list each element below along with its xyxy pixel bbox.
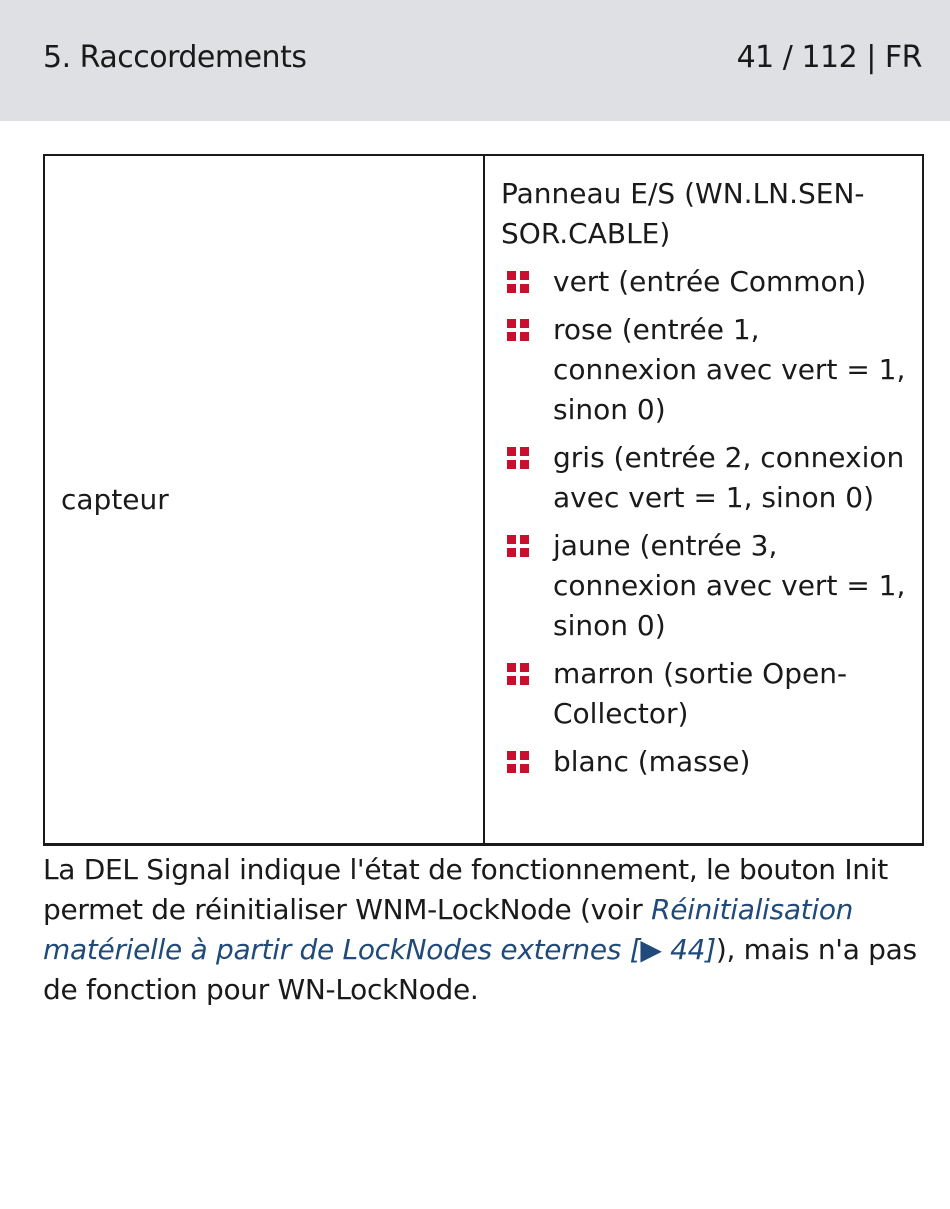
- list-item-text: blanc (masse): [553, 745, 751, 778]
- list-item: blanc (masse): [501, 742, 912, 782]
- label-capteur: capteur: [61, 483, 169, 516]
- section-title: 5. Raccordements: [43, 40, 307, 75]
- list-item: gris (entrée 2, connexion avec vert = 1,…: [501, 438, 912, 518]
- red-square-grid-icon: [507, 319, 529, 341]
- panel-title: Panneau E/S (WN.LN.SEN-SOR.CABLE): [501, 177, 865, 250]
- list-item: jaune (entrée 3, connexion avec vert = 1…: [501, 526, 912, 646]
- list-item-text: vert (entrée Common): [553, 265, 867, 298]
- red-square-grid-icon: [507, 751, 529, 773]
- red-square-grid-icon: [507, 271, 529, 293]
- list-item-text: rose (entrée 1, connexion avec vert = 1,…: [553, 313, 906, 426]
- red-square-grid-icon: [507, 663, 529, 685]
- body-paragraph: La DEL Signal indique l'état de fonction…: [43, 850, 933, 1010]
- play-arrow-icon: ▶: [640, 933, 662, 966]
- table-cell-description: Panneau E/S (WN.LN.SEN-SOR.CABLE) vert (…: [485, 156, 922, 843]
- link-page-number: 44]: [661, 933, 716, 966]
- red-square-grid-icon: [507, 535, 529, 557]
- list-item: rose (entrée 1, connexion avec vert = 1,…: [501, 310, 912, 430]
- list-item-text: jaune (entrée 3, connexion avec vert = 1…: [553, 529, 906, 642]
- page-header: 5. Raccordements 41 / 112 | FR: [0, 0, 950, 121]
- list-item-text: marron (sortie Open-Collector): [553, 657, 848, 730]
- paragraph-text-end: ), mais n'a pas de fonction pour WN-Lock…: [43, 933, 917, 1006]
- wire-list: vert (entrée Common) rose (entrée 1, con…: [501, 262, 912, 782]
- list-item: vert (entrée Common): [501, 262, 912, 302]
- link-text: Réinitialisation matérielle à partir de …: [43, 893, 854, 966]
- paragraph-text: La DEL Signal indique l'état de fonction…: [43, 853, 888, 926]
- reset-reference-link[interactable]: Réinitialisation matérielle à partir de …: [43, 893, 853, 966]
- page-number: 41 / 112 | FR: [736, 40, 923, 75]
- list-item: marron (sortie Open-Collector): [501, 654, 912, 734]
- table-cell-label: capteur: [45, 156, 485, 843]
- list-item-text: gris (entrée 2, connexion avec vert = 1,…: [553, 441, 905, 514]
- red-square-grid-icon: [507, 447, 529, 469]
- connection-table: capteur Panneau E/S (WN.LN.SEN-SOR.CABLE…: [43, 154, 924, 846]
